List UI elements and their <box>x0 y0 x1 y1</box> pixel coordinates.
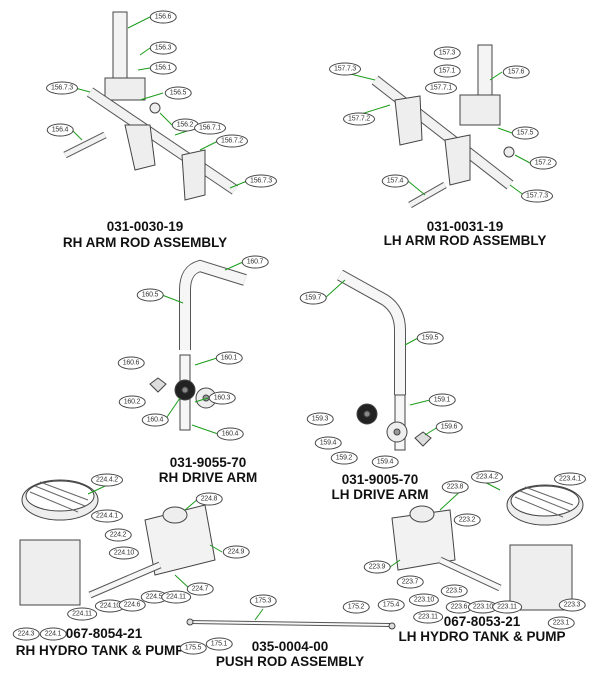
callout-224-8: 224.8 <box>195 492 223 506</box>
callout-224-6: 224.6 <box>118 598 146 612</box>
assembly-name: LH DRIVE ARM <box>331 487 429 502</box>
callout-223-4-1: 223.4.1 <box>554 472 586 486</box>
callout-156-6: 156.6 <box>149 10 177 24</box>
callout-157-1: 157.1 <box>433 64 461 78</box>
part-number: 031-9005-70 <box>341 472 419 487</box>
callout-160-5: 160.5 <box>136 288 164 302</box>
callout-157-2: 157.2 <box>529 156 557 170</box>
push-rod-drawing <box>186 618 396 630</box>
callout-175-3: 175.3 <box>249 594 277 608</box>
callout-160-4: 160.4 <box>141 413 169 427</box>
callout-157-4: 157.4 <box>381 174 409 188</box>
part-number: 067-8053-21 <box>443 614 521 629</box>
callout-223-11: 223.11 <box>492 600 522 614</box>
assembly-name: LH HYDRO TANK & PUMP <box>398 629 566 644</box>
callout-160-3: 160.3 <box>208 391 236 405</box>
callout-156-3: 156.3 <box>149 41 177 55</box>
lh-drive-arm-drawing <box>337 269 432 451</box>
part-number: 031-0030-19 <box>106 219 184 234</box>
callout-223-5: 223.5 <box>440 584 468 598</box>
callout-224-2: 224.2 <box>104 528 132 542</box>
callout-160-6: 160.6 <box>117 356 145 370</box>
lh-hydro-drawing <box>391 484 584 611</box>
rh-hydro-drawing <box>19 479 216 606</box>
callout-175-2: 175.2 <box>342 600 370 614</box>
callout-224-11: 224.11 <box>161 590 191 604</box>
callout-160-1: 160.1 <box>215 351 243 365</box>
callout-159-7: 159.7 <box>299 291 327 305</box>
callout-157-3: 157.3 <box>433 46 461 60</box>
callout-156-5: 156.5 <box>164 86 192 100</box>
callout-156-7-2: 156.7.2 <box>216 134 248 148</box>
callout-223-2: 223.2 <box>453 513 481 527</box>
part-number: 067-8054-21 <box>65 626 143 641</box>
part-number: 031-0031-19 <box>426 219 504 234</box>
callout-157-7-2: 157.7.2 <box>343 112 375 126</box>
callout-223-8: 223.8 <box>441 480 469 494</box>
rh-arm-rod-drawing <box>63 11 239 201</box>
part-number: 031-9055-70 <box>169 455 247 470</box>
callout-159-3: 159.3 <box>306 412 334 426</box>
callout-223-3: 223.3 <box>558 598 586 612</box>
callout-159-2: 159.2 <box>330 451 358 465</box>
part-number: 035-0004-00 <box>251 639 329 654</box>
rh-drive-arm-drawing <box>149 259 247 431</box>
callout-159-1: 159.1 <box>428 393 456 407</box>
callout-157-5: 157.5 <box>511 126 539 140</box>
callout-223-6: 223.6 <box>445 600 473 614</box>
callout-159-4: 159.4 <box>371 455 399 469</box>
callout-224-1: 224.1 <box>39 627 67 641</box>
callout-224-7: 224.7 <box>186 582 214 596</box>
callout-156-7-3: 156.7.3 <box>245 174 277 188</box>
assembly-name: PUSH ROD ASSEMBLY <box>215 654 365 669</box>
callout-223-11: 223.11 <box>413 610 443 624</box>
lh-arm-rod-drawing <box>371 44 515 209</box>
callout-157-6: 157.6 <box>502 65 530 79</box>
assembly-name: LH ARM ROD ASSEMBLY <box>383 233 547 248</box>
callout-160-4: 160.4 <box>216 427 244 441</box>
callout-224-4-2: 224.4.2 <box>91 473 123 487</box>
assembly-name: RH HYDRO TANK & PUMP <box>15 643 185 658</box>
callout-223-1: 223.1 <box>547 616 575 630</box>
callout-157-7-3: 157.7.3 <box>329 62 361 76</box>
callout-159-6: 159.6 <box>435 420 463 434</box>
callout-156-1: 156.1 <box>149 61 177 75</box>
callout-160-7: 160.7 <box>241 255 269 269</box>
callout-156-4: 156.4 <box>46 123 74 137</box>
callout-224-3: 224.3 <box>12 627 40 641</box>
callout-175-4: 175.4 <box>377 598 405 612</box>
assembly-name: RH DRIVE ARM <box>158 470 258 485</box>
callout-224-4-1: 224.4.1 <box>91 509 123 523</box>
callout-223-10: 223.10 <box>408 593 440 607</box>
callout-157-7-1: 157.7.1 <box>425 81 457 95</box>
callout-157-7-3: 157.7.3 <box>521 189 553 203</box>
leader-lines <box>71 16 531 621</box>
callout-223-9: 223.9 <box>363 560 391 574</box>
callout-175-5: 175.5 <box>179 641 207 655</box>
callout-223-4-2: 223.4.2 <box>471 470 503 484</box>
callout-223-7: 223.7 <box>396 575 424 589</box>
callout-224-11: 224.11 <box>67 607 97 621</box>
callout-224-9: 224.9 <box>222 545 250 559</box>
callout-175-1: 175.1 <box>205 637 233 651</box>
callout-159-4: 159.4 <box>314 436 342 450</box>
callout-156-7-1: 156.7.1 <box>194 121 226 135</box>
callout-159-5: 159.5 <box>416 331 444 345</box>
callout-160-2: 160.2 <box>118 395 146 409</box>
callout-156-7-3: 156.7.3 <box>46 81 78 95</box>
assembly-name: RH ARM ROD ASSEMBLY <box>62 235 228 250</box>
callout-224-10: 224.10 <box>108 546 140 560</box>
